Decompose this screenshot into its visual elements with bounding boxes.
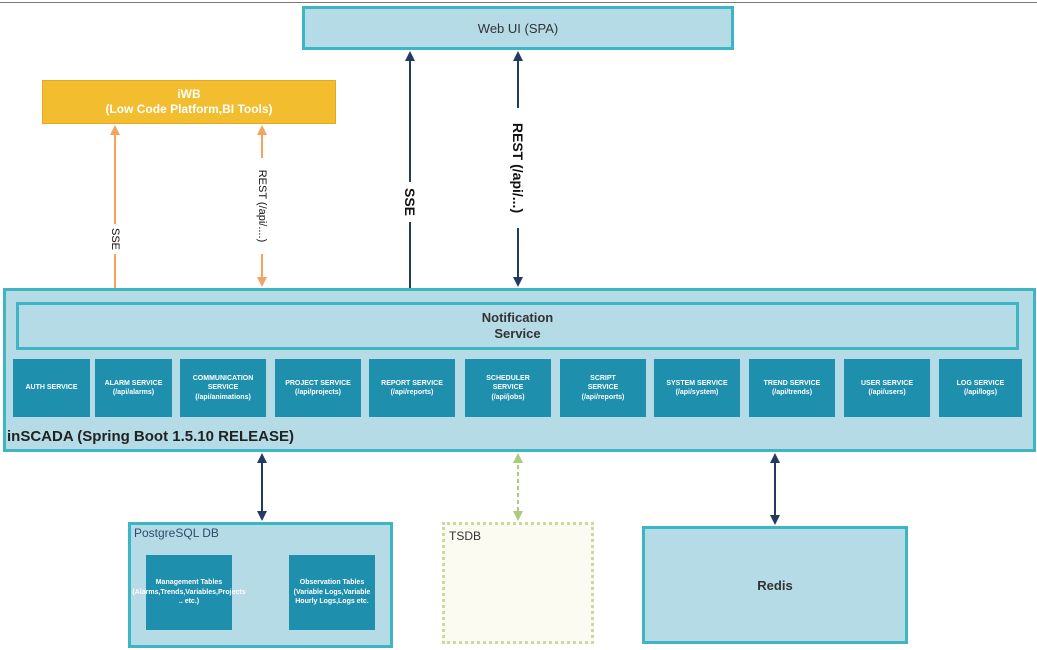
service-name: USER SERVICE	[861, 379, 913, 387]
notification-service-box: Notification Service	[16, 302, 1019, 350]
service-name: REPORT SERVICE	[381, 379, 443, 387]
service-name: PROJECT SERVICE	[285, 379, 351, 387]
service-path: (/api/users)	[868, 389, 906, 396]
service-path: (/api/alarms)	[112, 389, 155, 396]
iwb-box: iWB (Low Code Platform,BI Tools)	[42, 80, 336, 124]
iwb-title: iWB	[177, 87, 201, 101]
web-ui-label: Web UI (SPA)	[477, 20, 559, 36]
service-name: SCHEDULER SERVICE	[486, 374, 530, 392]
service-path: (/api/trends)	[771, 389, 813, 396]
service-box-user: USER SERVICE (/api/users)	[844, 359, 930, 417]
service-name: TREND SERVICE	[763, 379, 821, 387]
top-divider	[0, 2, 1037, 3]
observation-tables-label: Observation Tables (Variable Logs,Variab…	[293, 579, 371, 606]
service-name: COMMUNICATION SERVICE	[192, 374, 254, 392]
service-path: (/api/reports)	[390, 389, 434, 396]
notification-line1: Notification	[481, 310, 554, 325]
notification-line2: Service	[494, 326, 541, 341]
service-path: (/api/reports)	[581, 393, 625, 401]
service-box-communication: COMMUNICATION SERVICE (/api/animations)	[180, 359, 266, 417]
postgres-title: PostgreSQL DB	[134, 526, 219, 540]
service-box-log: LOG SERVICE (/api/logs)	[939, 359, 1022, 417]
service-name: SCRIPT SERVICE	[587, 374, 619, 392]
service-box-system: SYSTEM SERVICE (/api/system)	[654, 359, 740, 417]
service-box-alarm: ALARM SERVICE (/api/alarms)	[95, 359, 172, 417]
iwb-subtitle: (Low Code Platform,BI Tools)	[105, 102, 273, 116]
service-box-report: REPORT SERVICE (/api/reports)	[369, 359, 455, 417]
service-box-auth: AUTH SERVICE	[13, 359, 90, 417]
inscada-title: inSCADA (Spring Boot 1.5.10 RELEASE)	[7, 428, 294, 445]
web-ui-box: Web UI (SPA)	[302, 6, 734, 50]
service-box-script: SCRIPT SERVICE (/api/reports)	[560, 359, 646, 417]
service-path: (/api/logs)	[963, 389, 998, 396]
web-sse-label: SSE	[401, 182, 419, 222]
observation-tables-box: Observation Tables (Variable Logs,Variab…	[289, 555, 375, 630]
service-path: (/api/projects)	[295, 389, 341, 396]
service-path: (/api/jobs)	[491, 393, 525, 401]
service-box-scheduler: SCHEDULER SERVICE (/api/jobs)	[465, 359, 551, 417]
service-name: SYSTEM SERVICE	[666, 379, 728, 387]
service-name: ALARM SERVICE	[104, 379, 163, 387]
iwb-rest-label: REST (/api/....)	[255, 158, 269, 254]
management-tables-box: Management Tables (Alarms,Trends,Variabl…	[132, 555, 246, 630]
service-path: (/api/animations)	[195, 393, 251, 401]
service-box-trend: TREND SERVICE (/api/trends)	[749, 359, 835, 417]
service-name: AUTH SERVICE	[25, 384, 78, 392]
service-name: LOG SERVICE	[956, 379, 1005, 387]
tsdb-title: TSDB	[449, 529, 482, 543]
web-rest-label: REST (/api/...)	[509, 108, 527, 228]
iwb-sse-label: SSE	[108, 224, 122, 254]
management-tables-label: Management Tables (Alarms,Trends,Variabl…	[132, 579, 246, 606]
redis-box: Redis	[642, 526, 908, 644]
service-box-project: PROJECT SERVICE (/api/projects)	[275, 359, 361, 417]
tsdb-box	[442, 522, 594, 644]
redis-label: Redis	[757, 577, 793, 593]
service-path: (/api/system)	[675, 389, 719, 396]
